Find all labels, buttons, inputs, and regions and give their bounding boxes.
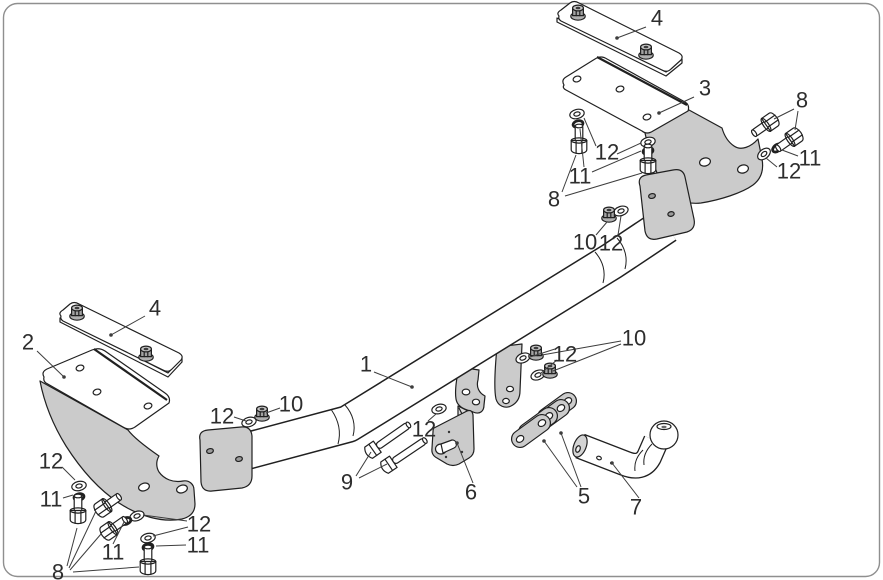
part-number-label: 2 — [22, 330, 34, 355]
part-number-label: 12 — [595, 140, 619, 165]
leader-line — [456, 442, 474, 484]
leader-line — [611, 462, 640, 499]
leader-line — [427, 413, 437, 422]
leader-line — [552, 343, 622, 372]
crossbar-weld-tabs — [455, 343, 523, 414]
part-number-label: 12 — [553, 342, 577, 367]
weld-nut — [638, 43, 654, 60]
leader-line — [62, 494, 74, 499]
part-number-label: 11 — [799, 146, 822, 171]
weld-nut — [570, 4, 586, 21]
part-number-label: 12 — [210, 404, 234, 429]
leader-end-dot — [109, 333, 113, 337]
part-2-left-bracket — [39, 348, 196, 521]
part-number-label: 1 — [360, 352, 372, 377]
leader-line — [541, 340, 622, 356]
leader-line — [616, 26, 647, 39]
part-number-label: 12 — [599, 231, 623, 256]
leader-line — [66, 527, 78, 567]
part-number-label: 4 — [149, 296, 161, 321]
leader-line — [561, 154, 577, 193]
leader-line — [564, 172, 643, 197]
part-number-label: 6 — [465, 480, 477, 505]
part-number-label: 11 — [40, 487, 63, 512]
leader-line-layer — [36, 26, 799, 573]
part-number-label: 5 — [578, 484, 590, 509]
leader-end-dot — [559, 431, 563, 435]
leader-end-dot — [62, 375, 66, 379]
leader-line — [358, 463, 388, 479]
part-number-label: 11 — [102, 540, 125, 565]
leader-line — [110, 315, 146, 336]
tow-ball — [649, 420, 679, 450]
part-number-label: 8 — [52, 560, 64, 580]
leader-line — [540, 359, 558, 374]
leader-line — [617, 215, 622, 236]
part-number-label: 10 — [279, 392, 303, 417]
weld-nut — [69, 304, 85, 321]
leader-end-dot — [615, 36, 619, 40]
part-4-plate-left — [59, 301, 183, 378]
leader-line — [152, 526, 189, 537]
leader-line — [595, 221, 608, 236]
part-number-label: 8 — [548, 187, 560, 212]
part-number-label: 8 — [796, 88, 808, 113]
leader-end-dot — [542, 439, 546, 443]
leader-line — [233, 416, 247, 422]
leader-line — [61, 466, 76, 481]
part-6-lock-plate — [431, 405, 475, 467]
leader-line — [355, 451, 372, 477]
leader-line — [794, 110, 799, 131]
leader-line — [68, 510, 97, 569]
part-4-plate-right — [556, 0, 683, 77]
crossbar-end-plate-left — [199, 426, 253, 492]
leader-line — [773, 108, 795, 120]
leader-line — [69, 533, 102, 571]
leader-end-dot — [410, 385, 414, 389]
part-number-label: 12 — [187, 512, 211, 537]
part-number-label: 3 — [699, 76, 711, 101]
leader-line — [155, 544, 187, 547]
part-1-crossbar — [227, 209, 677, 474]
part-number-label: 12 — [412, 417, 436, 442]
part-number-label: 9 — [341, 470, 353, 495]
part-number-label: 10 — [622, 326, 646, 351]
part-number-label: 12 — [39, 449, 63, 474]
part-number-label: 7 — [630, 495, 642, 520]
leader-line — [72, 566, 140, 573]
leader-end-dot — [455, 441, 459, 445]
part-number-label: 10 — [573, 230, 597, 255]
leader-line — [658, 96, 695, 114]
leader-line — [265, 407, 281, 414]
leader-line — [543, 440, 578, 488]
leader-end-dot — [610, 461, 614, 465]
leader-line — [616, 142, 642, 155]
leader-line — [591, 150, 642, 173]
leader-line — [765, 157, 778, 168]
leader-line — [583, 117, 597, 147]
leader-line — [36, 350, 65, 378]
leader-line — [579, 128, 585, 168]
leader-line — [373, 371, 413, 388]
weld-nut — [138, 345, 154, 362]
part-number-label: 12 — [777, 159, 801, 184]
part-number-label: 11 — [569, 164, 592, 189]
leader-line — [142, 514, 188, 522]
crossbar-end-plate-right — [638, 169, 695, 240]
part-number-label: 11 — [187, 533, 210, 558]
leader-end-dot — [657, 111, 661, 115]
part-number-label: 4 — [651, 6, 663, 31]
part-7-ball-arm — [572, 420, 679, 479]
leader-line — [781, 149, 799, 157]
leader-line — [112, 521, 125, 545]
leader-line — [529, 348, 556, 358]
leader-line — [560, 432, 582, 488]
